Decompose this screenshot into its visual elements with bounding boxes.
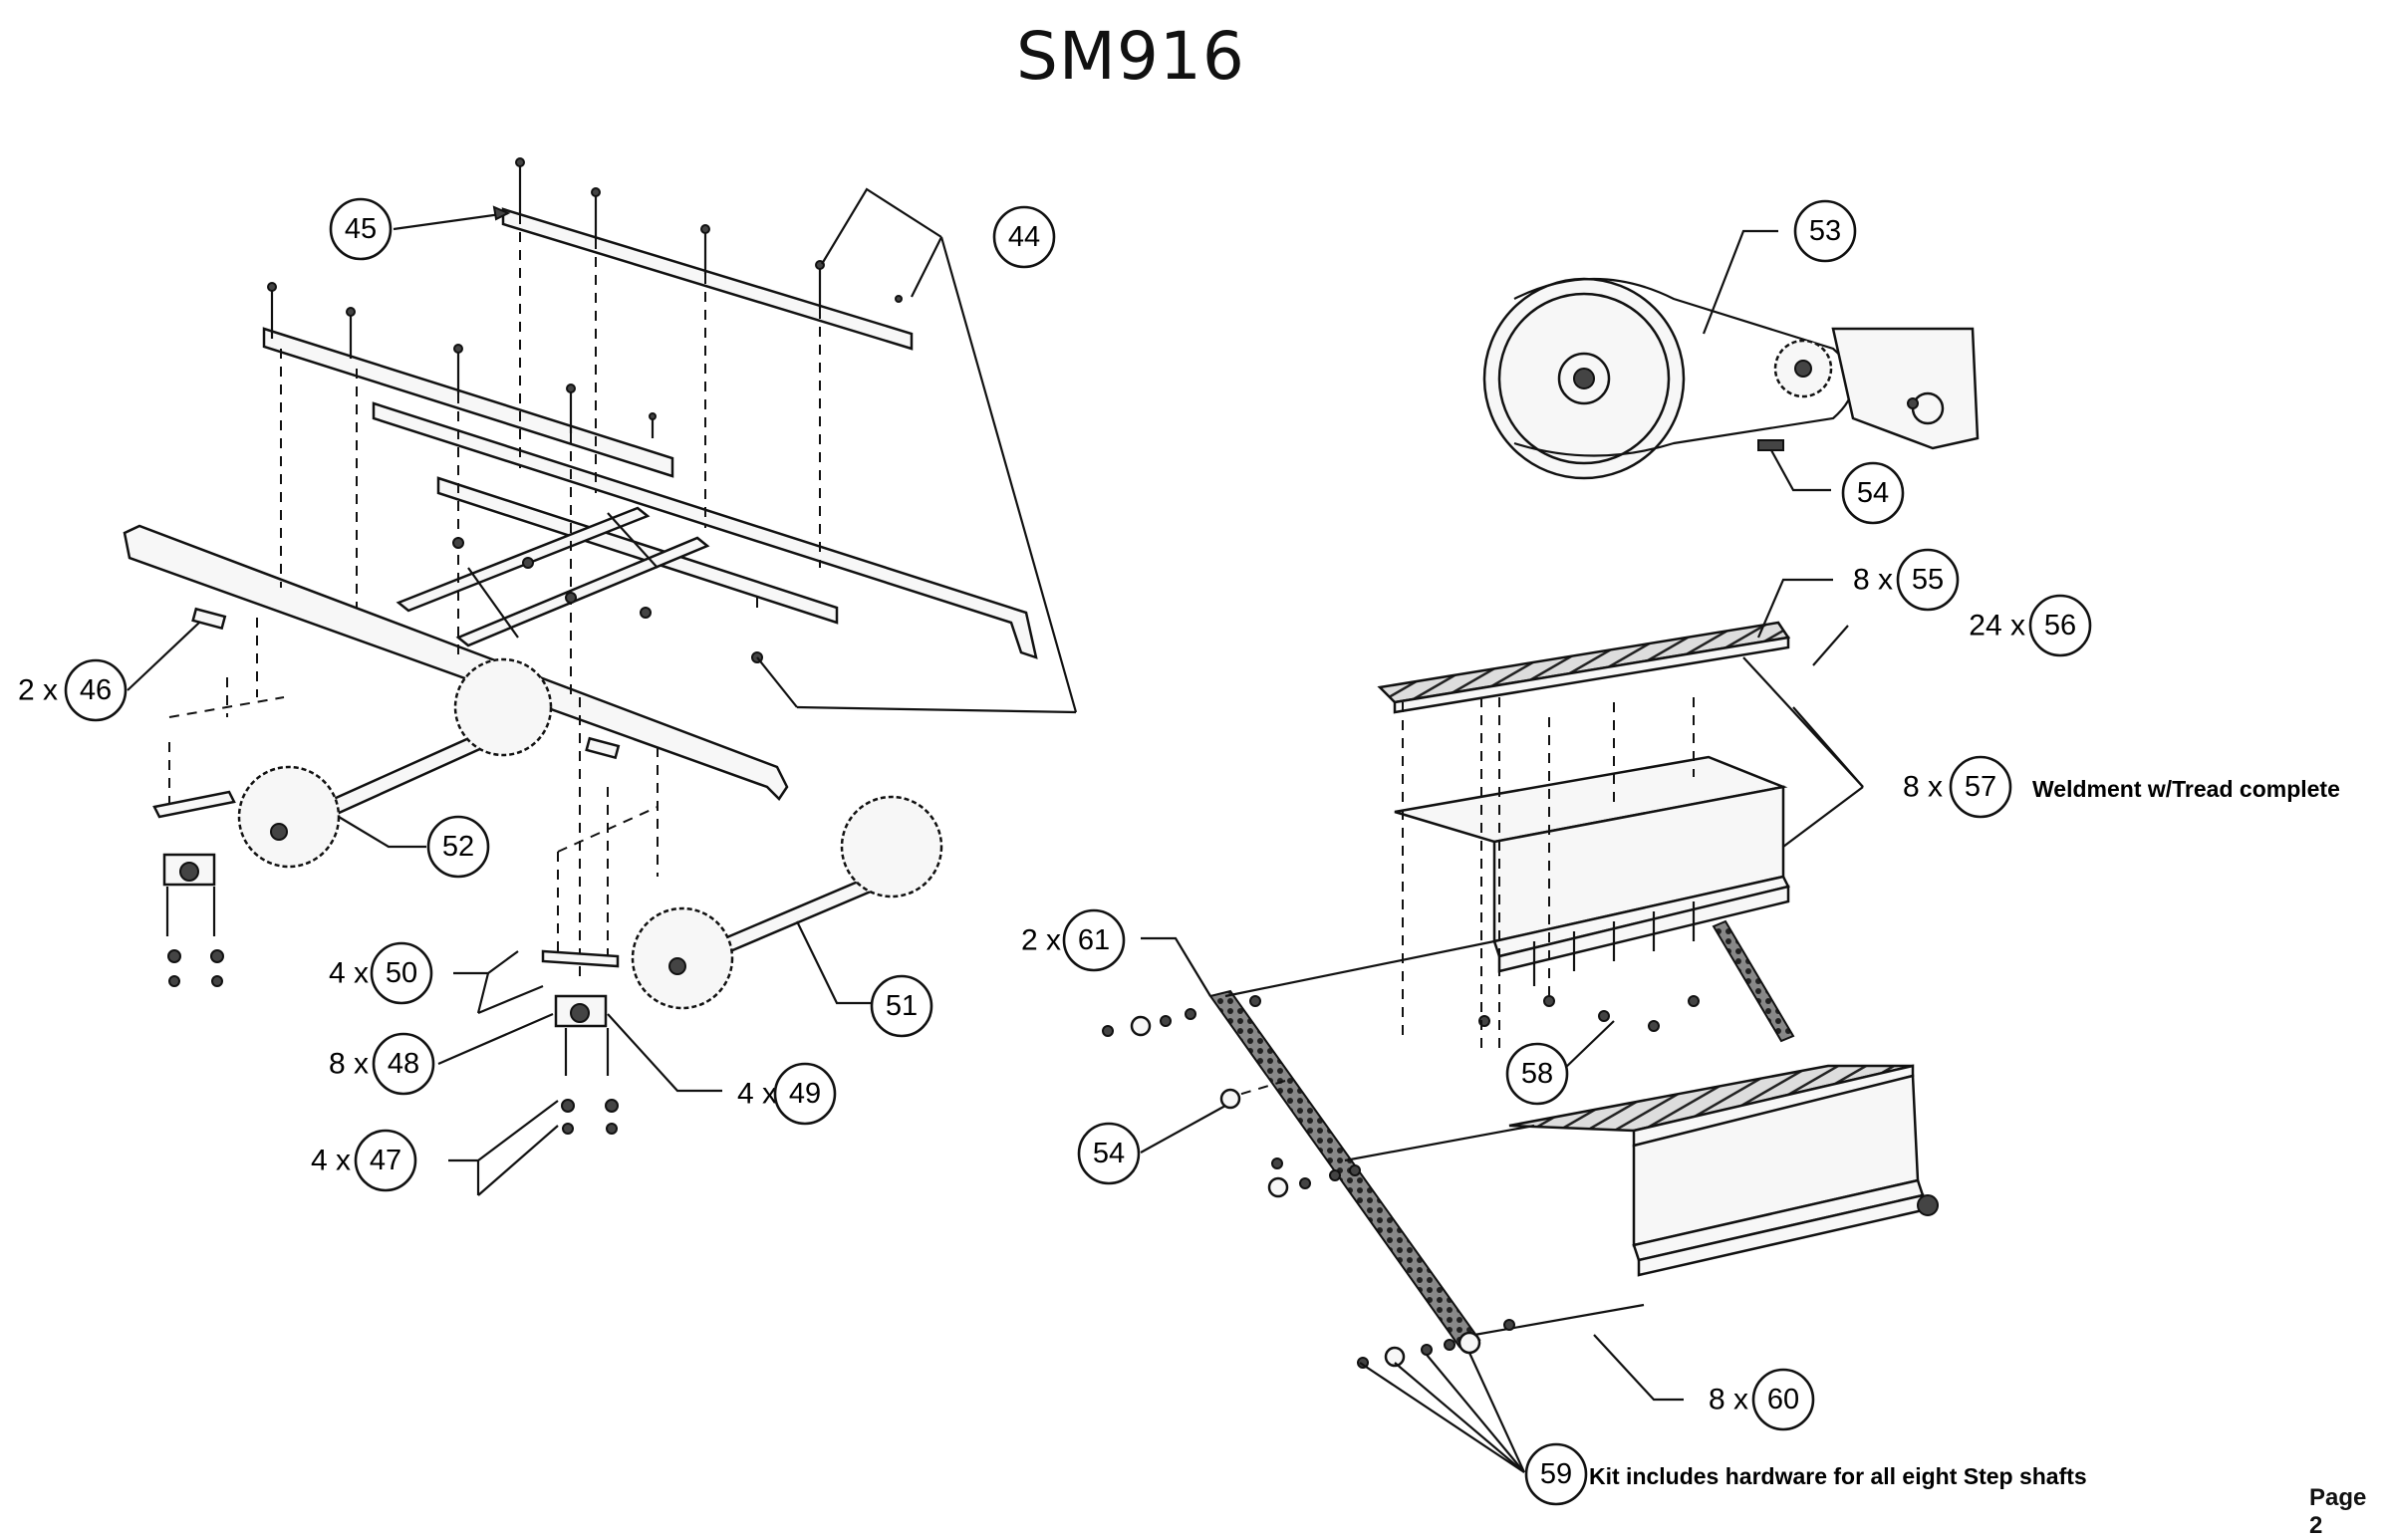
sprocket-51-front (631, 906, 734, 1010)
svg-text:49: 49 (789, 1078, 821, 1110)
bottom-long-rail (123, 524, 789, 801)
svg-text:59: 59 (1540, 1458, 1572, 1490)
svg-text:4 x: 4 x (329, 957, 369, 990)
frame-assembly (123, 157, 1038, 976)
callout-61: 2 x 61 (1021, 908, 1126, 972)
leader-lines (127, 187, 1864, 1473)
callout-54-lower: 54 (1077, 1122, 1141, 1185)
bolts-top (267, 157, 903, 438)
svg-text:56: 56 (2044, 610, 2076, 642)
callout-52: 52 (426, 815, 490, 879)
step-upper (1377, 621, 1791, 1032)
callout-46: 2 x 46 (18, 658, 128, 722)
svg-text:8 x: 8 x (1709, 1384, 1748, 1416)
stringer-61 (1208, 989, 1481, 1349)
svg-text:45: 45 (345, 213, 377, 245)
step-shafts-60 (1102, 939, 1645, 1369)
svg-text:44: 44 (1008, 221, 1040, 253)
tread-55 (1377, 621, 1791, 704)
callout-54-top: 54 (1841, 461, 1905, 525)
svg-text:52: 52 (442, 831, 474, 863)
upper-chain (1712, 919, 1795, 1043)
upper-rail (262, 327, 674, 478)
sprocket-51-rear (840, 795, 943, 898)
svg-text:60: 60 (1767, 1384, 1799, 1415)
svg-text:2 x: 2 x (18, 674, 58, 707)
inner-rail (436, 476, 839, 625)
step-lower (1508, 1064, 1939, 1277)
svg-text:48: 48 (388, 1048, 419, 1080)
callout-60: 8 x 60 (1709, 1368, 1815, 1431)
svg-text:57: 57 (1965, 771, 1996, 803)
svg-text:8 x: 8 x (1853, 564, 1893, 597)
drawing-title: SM916 (1016, 18, 1245, 95)
callout-58: 58 (1505, 1042, 1569, 1106)
svg-text:8 x: 8 x (1903, 771, 1943, 804)
svg-text:58: 58 (1521, 1058, 1553, 1090)
top-rail-45 (501, 207, 914, 351)
pad-46a (191, 607, 227, 631)
svg-text:54: 54 (1857, 477, 1889, 509)
callout-47: 4 x 47 (311, 1129, 417, 1192)
callout-55: 8 x 55 (1853, 548, 1960, 612)
dashed-guides-right (1234, 697, 1695, 1097)
callout-59: 59 Kit includes hardware for all eight S… (1524, 1442, 2087, 1506)
weldment-note: Weldment w/Tread complete (2032, 776, 2340, 802)
sprocket-52-rear (453, 657, 553, 757)
callout-50: 4 x 50 (329, 941, 433, 1005)
svg-text:55: 55 (1912, 564, 1944, 596)
callout-56: 24 x 56 (1969, 594, 2092, 657)
axle-52-assembly (237, 657, 553, 869)
cross-member-2 (455, 536, 710, 647)
dashed-guides-left (168, 214, 821, 976)
kit-note: Kit includes hardware for all eight Step… (1589, 1463, 2087, 1489)
svg-text:24 x: 24 x (1969, 610, 2025, 642)
svg-text:53: 53 (1809, 215, 1841, 247)
right-long-rail (372, 401, 1038, 659)
svg-text:8 x: 8 x (329, 1048, 369, 1081)
callout-48: 8 x 48 (329, 1032, 435, 1096)
sprocket-52-front (237, 765, 341, 869)
callout-45: 45 (329, 197, 393, 261)
chain-drive-53 (1482, 277, 1980, 480)
callout-57: 8 x 57 Weldment w/Tread complete (1903, 755, 2340, 819)
svg-text:51: 51 (886, 990, 918, 1022)
cross-member-1 (396, 506, 651, 613)
callout-53: 53 (1793, 199, 1857, 263)
callout-44: 44 (992, 205, 1056, 269)
svg-text:4 x: 4 x (311, 1145, 351, 1177)
svg-text:50: 50 (386, 957, 417, 989)
svg-text:61: 61 (1078, 924, 1110, 956)
pad-46b (585, 736, 621, 760)
bearing-right (541, 949, 620, 1135)
callout-51: 51 (870, 974, 933, 1038)
callout-49: 4 x 49 (737, 1062, 837, 1126)
svg-text:47: 47 (370, 1145, 401, 1176)
svg-text:2 x: 2 x (1021, 924, 1061, 957)
svg-text:46: 46 (80, 674, 112, 706)
svg-text:54: 54 (1093, 1138, 1125, 1169)
svg-text:4 x: 4 x (737, 1078, 777, 1111)
axle-51-assembly (631, 795, 943, 1010)
bearing-left (152, 790, 236, 987)
